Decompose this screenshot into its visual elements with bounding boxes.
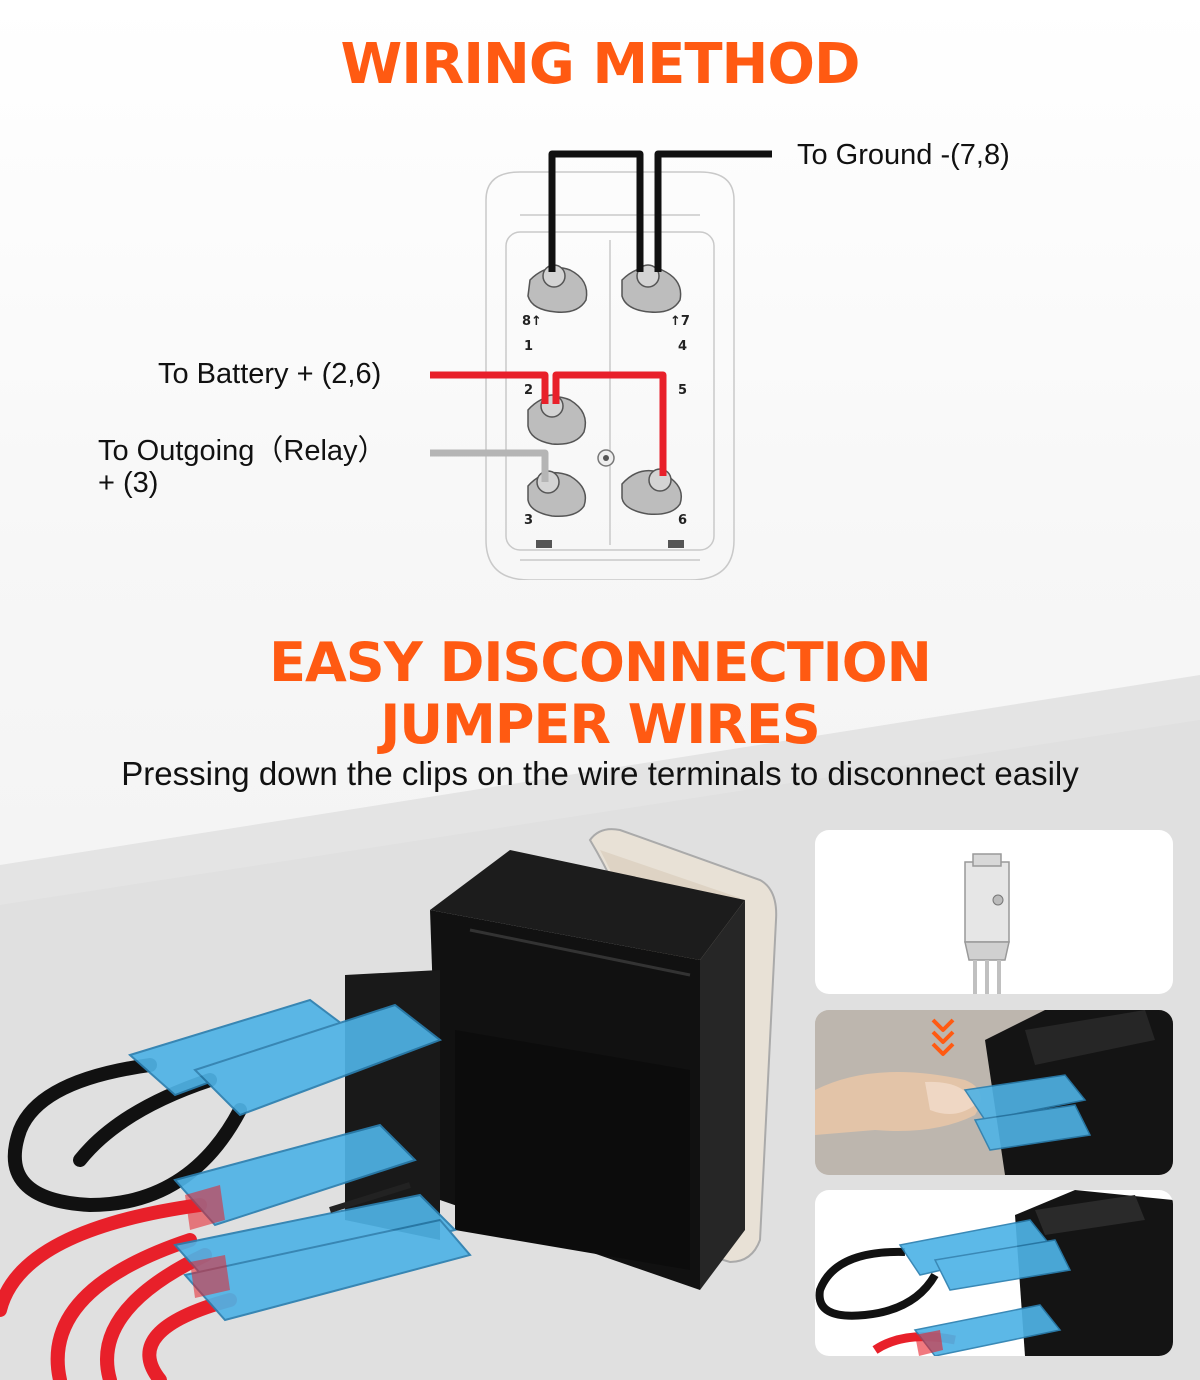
terminal-8 [527, 264, 588, 313]
terminal-7 [621, 264, 682, 313]
pin-label-8: 8↑ [522, 314, 542, 329]
pin-label-7: ↑7 [670, 314, 690, 329]
ground-wire [548, 150, 772, 272]
triple-chevron-down-icon [931, 1018, 955, 1056]
wiring-method-title: WIRING METHOD [340, 32, 860, 97]
outgoing-label-line1: To Outgoing（Relay） [98, 435, 387, 467]
pin-label-2: 2 [524, 383, 533, 398]
pin-label-5: 5 [678, 383, 687, 398]
easy-title-line1: EASY DISCONNECTION [269, 631, 932, 694]
red-jumper-wire [0, 1198, 237, 1380]
outgoing-label-line2: + (3) [98, 467, 159, 499]
ground-label: To Ground -(7,8) [797, 139, 1010, 171]
pin-label-3: 3 [524, 513, 533, 528]
battery-wire [430, 371, 667, 476]
finger-press-photo [815, 1010, 1173, 1175]
pin-label-1: 1 [524, 339, 533, 354]
pin-label-4: 4 [678, 339, 687, 354]
terminal-closeup-photo [815, 830, 1173, 994]
outgoing-wire [430, 449, 549, 482]
battery-label: To Battery + (2,6) [158, 358, 382, 390]
easy-title-line2: JUMPER WIRES [380, 693, 821, 756]
switch-housing [485, 171, 735, 580]
switch-wiring-diagram: 8↑ ↑7 1 4 2 5 3 6 [430, 150, 772, 580]
rocker-switch-photo [0, 828, 778, 1380]
connected-terminals-photo [815, 1190, 1173, 1356]
terminal-3 [527, 470, 587, 518]
subtitle: Pressing down the clips on the wire term… [121, 755, 1079, 792]
easy-disconnection-title: EASY DISCONNECTION JUMPER WIRES [0, 632, 1200, 756]
pin-label-6: 6 [678, 513, 687, 528]
terminal-6 [621, 468, 682, 516]
